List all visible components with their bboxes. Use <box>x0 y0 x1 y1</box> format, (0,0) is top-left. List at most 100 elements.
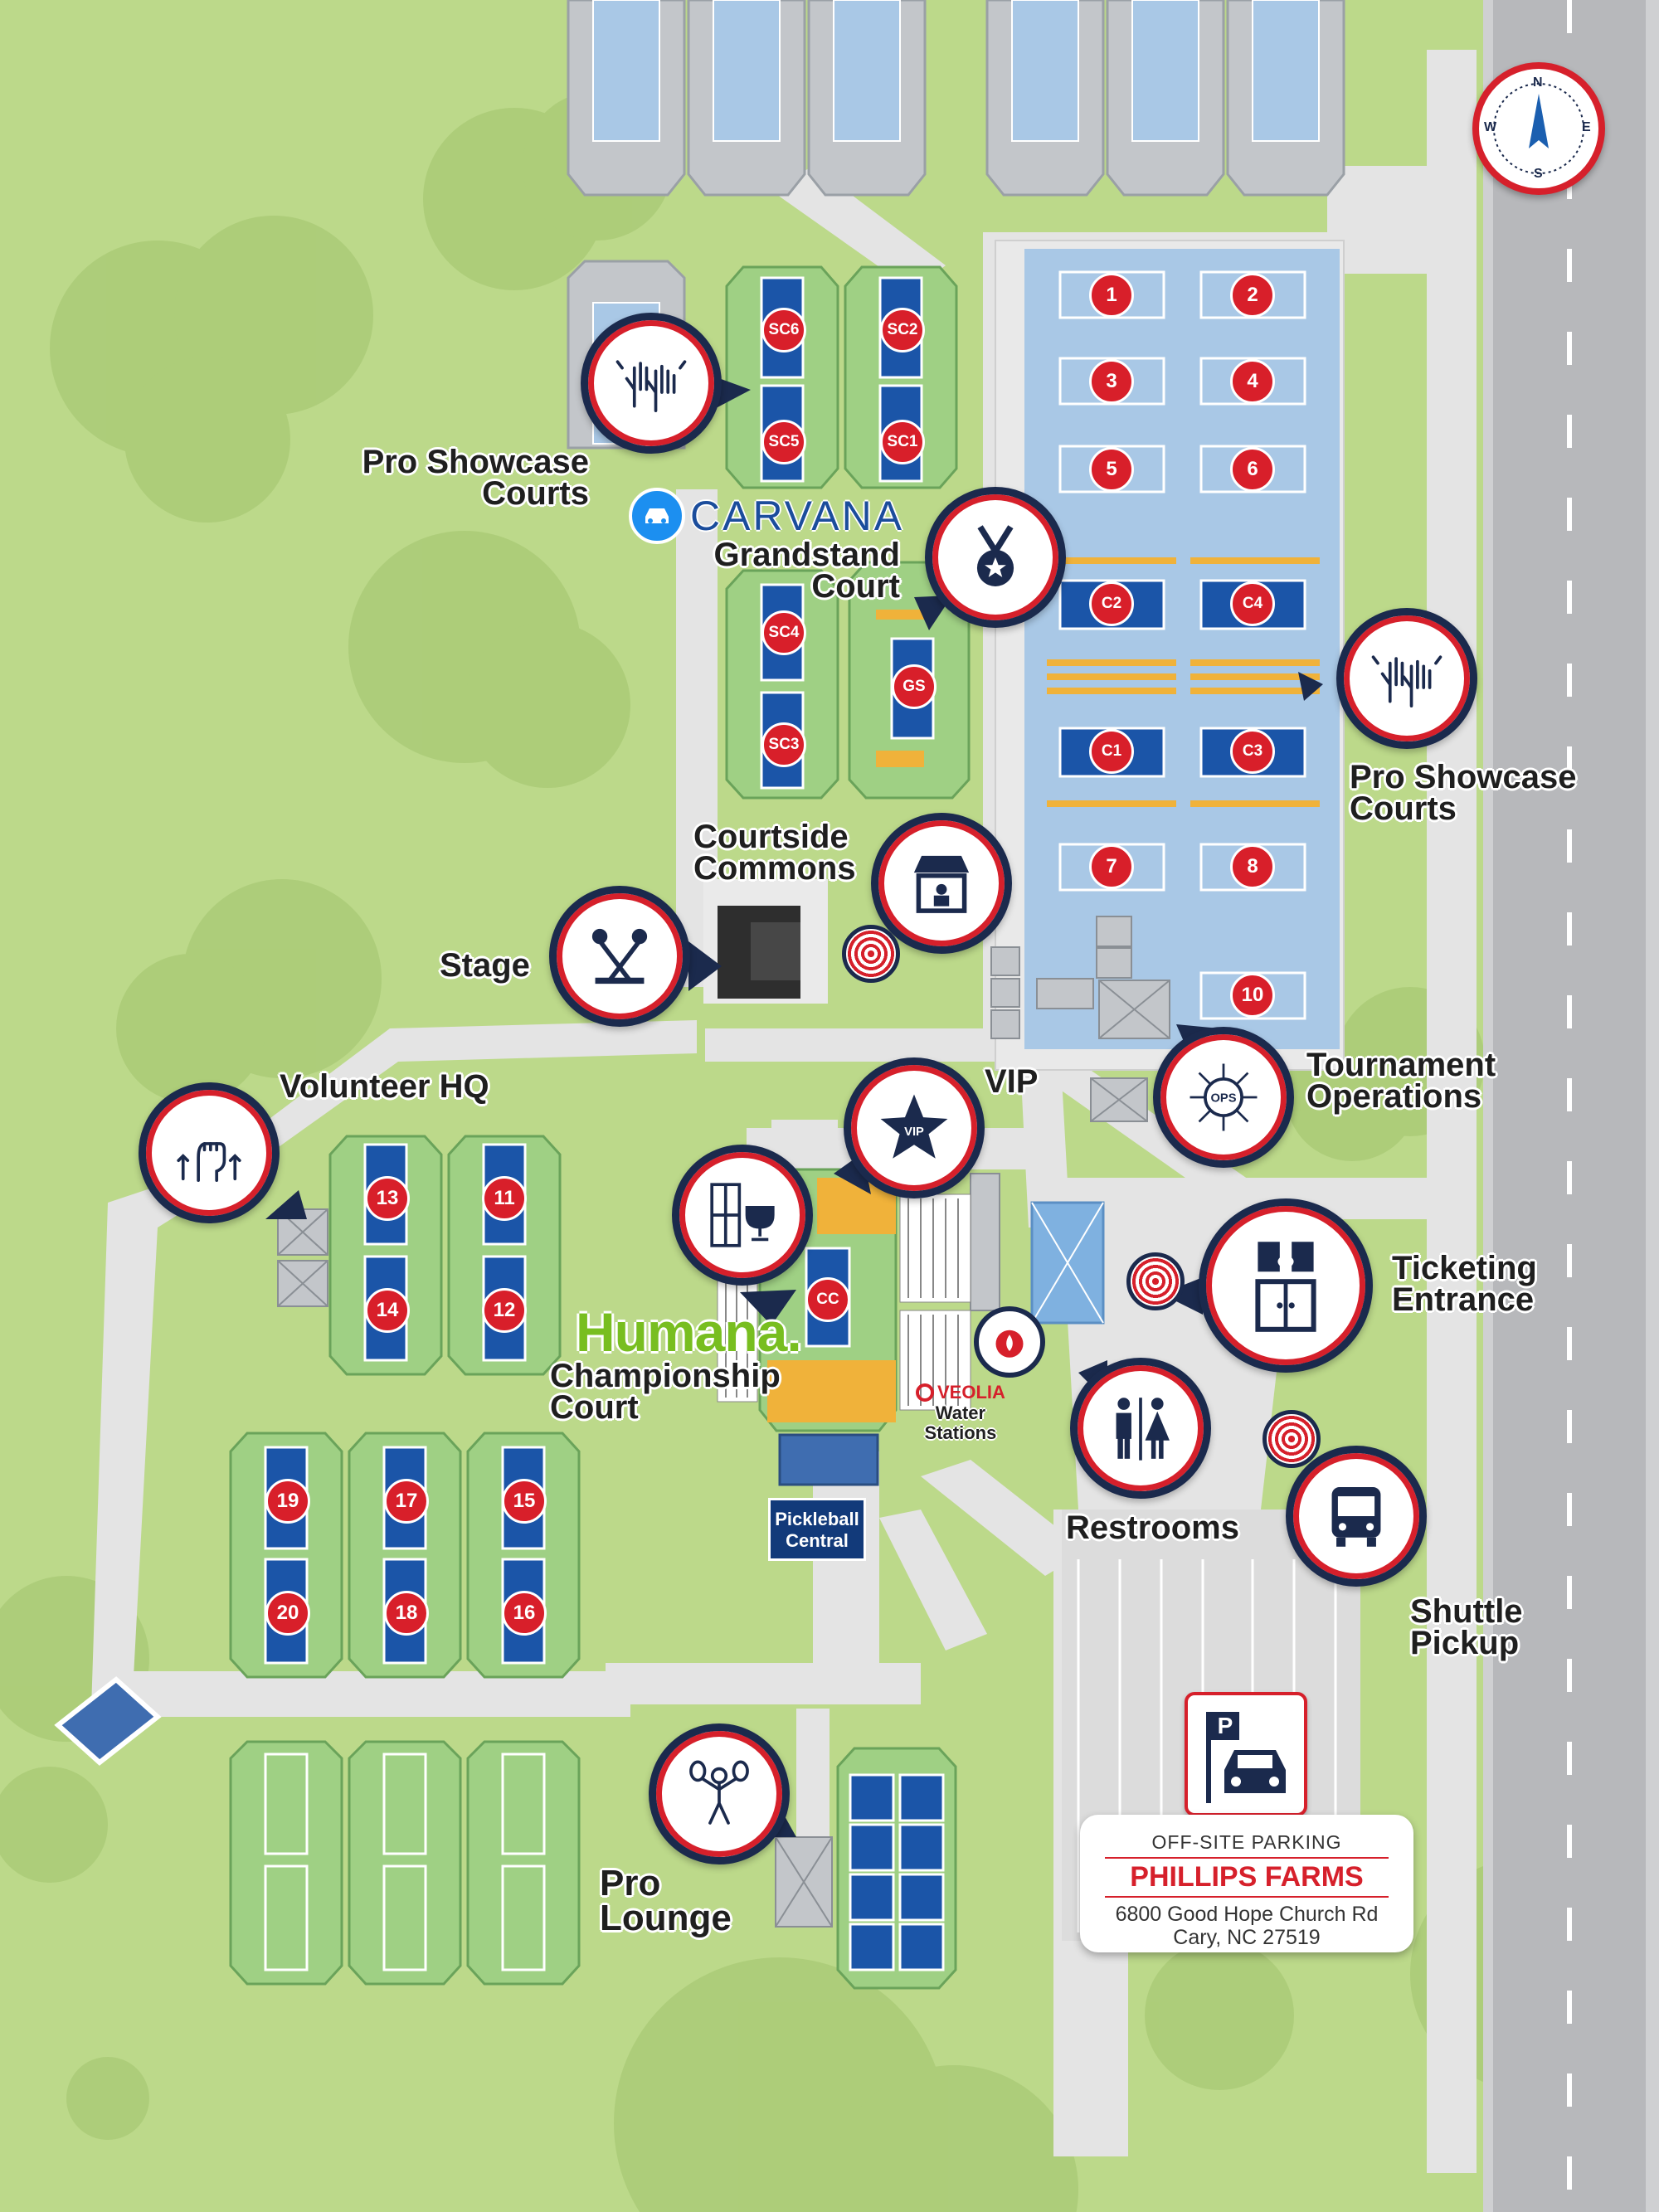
court-badge-3[interactable]: 3 <box>1089 359 1134 404</box>
pickleball-central-logo: Pickleball Central <box>768 1498 866 1561</box>
compass-needle-icon <box>1493 83 1584 174</box>
pin-restrooms[interactable] <box>1070 1358 1211 1499</box>
court-badge-c4[interactable]: C4 <box>1230 581 1275 626</box>
label-line: Court <box>811 568 900 605</box>
court-badge-5[interactable]: 5 <box>1089 447 1134 492</box>
veolia-wordmark: VEOLIA <box>937 1382 1005 1403</box>
court-badge-sc2[interactable]: SC2 <box>880 308 925 352</box>
court-badge-16[interactable]: 16 <box>502 1591 547 1636</box>
medal-icon <box>976 525 1014 586</box>
court-badge-gs[interactable]: GS <box>892 664 937 709</box>
pin-stage[interactable] <box>549 886 690 1027</box>
pin-volunteer-hq[interactable] <box>139 1082 280 1223</box>
raised-hands-icon <box>1371 655 1443 707</box>
target-marker-courtside[interactable] <box>842 925 900 983</box>
stage-structure <box>703 879 828 1004</box>
court-badge-sc3[interactable]: SC3 <box>761 722 806 767</box>
label-line: Courtside <box>693 819 849 855</box>
veolia-brand: VEOLIA <box>916 1382 1005 1403</box>
pin-courtside-commons[interactable] <box>871 813 1012 954</box>
label-pro-showcase-left: Pro Showcase Courts <box>336 444 589 512</box>
small-shelter <box>54 1676 162 1766</box>
pin-shuttle-pickup[interactable] <box>1286 1446 1427 1587</box>
label-line: Court <box>550 1389 639 1426</box>
label-championship-court: Championship Court <box>550 1359 781 1426</box>
car-icon <box>645 508 669 523</box>
carvana-circle <box>629 488 685 544</box>
parking-car-icon: P <box>1206 1712 1286 1803</box>
label-line: Pro <box>600 1863 661 1903</box>
court-badge-4[interactable]: 4 <box>1230 359 1275 404</box>
court-badge-13[interactable]: 13 <box>365 1176 410 1221</box>
label-tournament-operations: Tournament Operations <box>1306 1048 1496 1115</box>
label-ticketing-entrance: Ticketing Entrance <box>1392 1252 1537 1316</box>
court-badge-sc6[interactable]: SC6 <box>761 308 806 352</box>
parking-info-card[interactable]: OFF-SITE PARKING PHILLIPS FARMS 6800 Goo… <box>1080 1815 1413 1952</box>
carvana-wordmark: CARVANA <box>690 493 905 539</box>
water-stations-line: Stations <box>924 1422 997 1443</box>
court-badge-11[interactable]: 11 <box>482 1176 527 1221</box>
bleachers <box>717 610 971 1486</box>
court-badge-6[interactable]: 6 <box>1230 447 1275 492</box>
court-badge-1[interactable]: 1 <box>1089 273 1134 318</box>
veolia-water-stations: VEOLIA Water Stations <box>916 1382 1005 1443</box>
ops-chip-icon: OPS <box>1190 1063 1258 1131</box>
label-line: Pro Showcase <box>362 444 589 480</box>
court-badge-17[interactable]: 17 <box>384 1479 429 1524</box>
pin-vip[interactable]: VIP <box>844 1057 985 1198</box>
label-pro-lounge: Pro Lounge <box>600 1863 732 1937</box>
court-badge-14[interactable]: 14 <box>365 1288 410 1333</box>
tents <box>277 916 1170 1928</box>
pin-pro-lounge[interactable] <box>649 1723 790 1864</box>
label-line: Courts <box>1350 790 1457 827</box>
pin-pro-showcase-right[interactable] <box>1336 608 1477 749</box>
label-line: Shuttle <box>1410 1593 1523 1630</box>
court-badge-sc5[interactable]: SC5 <box>761 420 806 464</box>
court-badge-c3[interactable]: C3 <box>1230 729 1275 774</box>
label-courtside-commons: Courtside Commons <box>693 819 856 887</box>
raised-fist-icon <box>177 1142 241 1182</box>
court-badge-c1[interactable]: C1 <box>1089 729 1134 774</box>
entrance-doors-icon <box>1255 1242 1316 1332</box>
water-stations-line: Water <box>935 1403 986 1423</box>
water-drop-marker[interactable] <box>974 1306 1045 1378</box>
court-badge-8[interactable]: 8 <box>1230 844 1275 889</box>
court-badge-10[interactable]: 10 <box>1230 973 1275 1018</box>
walkways <box>91 50 1477 2173</box>
court-badge-sc1[interactable]: SC1 <box>880 420 925 464</box>
pin-championship-court[interactable] <box>672 1145 813 1286</box>
water-drop-icon <box>995 1330 1024 1358</box>
compass-rose: N E S W <box>1472 62 1605 195</box>
pin-pro-showcase-left[interactable] <box>581 313 722 454</box>
court-badge-12[interactable]: 12 <box>482 1288 527 1333</box>
pin-tournament-operations[interactable]: OPS <box>1153 1027 1294 1168</box>
pavilion <box>995 240 1345 1071</box>
label-line: Grandstand <box>713 537 900 573</box>
compass-n: N <box>1533 75 1543 90</box>
target-marker-ticketing[interactable] <box>1126 1252 1185 1310</box>
parking-p-text: P <box>1218 1713 1233 1738</box>
target-marker-shuttle[interactable] <box>1262 1410 1321 1468</box>
court-badge-20[interactable]: 20 <box>265 1591 310 1636</box>
pin-ticketing-entrance[interactable] <box>1199 1198 1373 1373</box>
court-badge-2[interactable]: 2 <box>1230 273 1275 318</box>
court-badge-sc4[interactable]: SC4 <box>761 610 806 655</box>
court-badge-7[interactable]: 7 <box>1089 844 1134 889</box>
label-volunteer-hq: Volunteer HQ <box>280 1068 489 1105</box>
pin-grandstand[interactable] <box>925 487 1066 628</box>
court-pods <box>229 265 971 1990</box>
label-line: Operations <box>1306 1078 1482 1115</box>
court-badge-c2[interactable]: C2 <box>1089 581 1134 626</box>
parking-icon[interactable]: P <box>1185 1692 1307 1816</box>
pbc-line: Central <box>786 1530 849 1551</box>
court-badge-15[interactable]: 15 <box>502 1479 547 1524</box>
booth-icon <box>913 855 970 913</box>
court-badge-cc[interactable]: CC <box>805 1277 850 1322</box>
pbc-line: Pickleball <box>775 1509 859 1529</box>
label-line: Commons <box>693 850 856 887</box>
court-badge-18[interactable]: 18 <box>384 1591 429 1636</box>
label-grandstand: Grandstand Court <box>693 537 900 605</box>
court-badge-19[interactable]: 19 <box>265 1479 310 1524</box>
label-line: Courts <box>482 475 589 512</box>
